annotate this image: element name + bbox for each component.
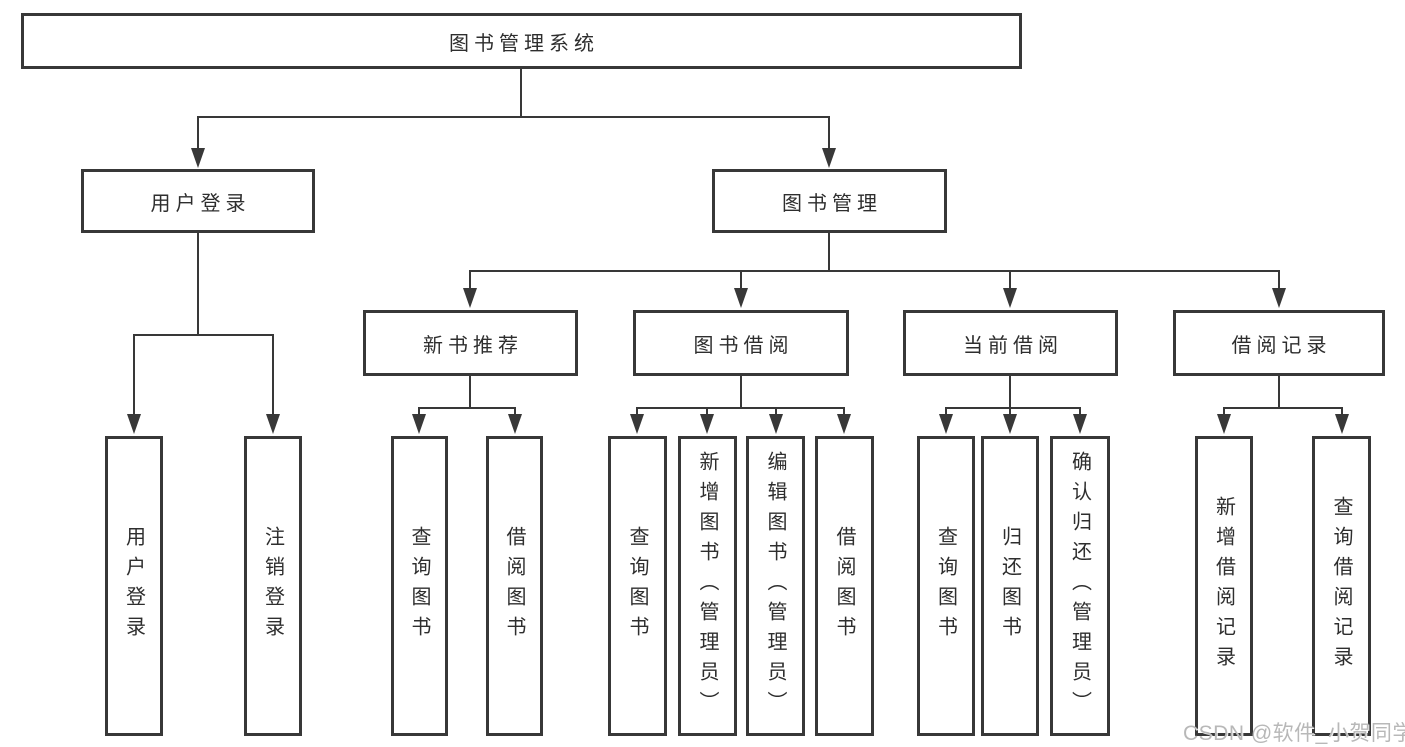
leaf-label: 查询图书 xyxy=(408,526,430,646)
leaf-label: 借阅图书 xyxy=(833,526,855,646)
connector-line xyxy=(945,407,947,416)
connector-line xyxy=(945,407,1081,409)
connector-line xyxy=(197,116,199,152)
leaf-label: 查询图书 xyxy=(626,526,648,646)
leaf-current-query-books: 查询图书 xyxy=(917,436,975,736)
leaf-current-confirm-return-admin: 确认归还（管理员） xyxy=(1050,436,1110,736)
node-label: 图书管理系统 xyxy=(449,32,599,55)
connector-line xyxy=(1341,407,1343,416)
connector-line xyxy=(1009,376,1011,408)
leaf-label: 确认归还（管理员） xyxy=(1068,451,1091,721)
node-label: 借阅记录 xyxy=(1231,334,1332,357)
leaf-newbook-borrow-books: 借阅图书 xyxy=(486,436,543,736)
node-label: 新书推荐 xyxy=(423,334,523,357)
node-label: 图书借阅 xyxy=(693,334,794,357)
connector-line xyxy=(520,69,522,117)
connector-line xyxy=(418,407,516,409)
arrow-down-icon xyxy=(734,288,748,308)
leaf-borrow-borrow-books: 借阅图书 xyxy=(815,436,874,736)
arrow-down-icon xyxy=(127,414,141,434)
connector-line xyxy=(636,407,845,409)
arrow-down-icon xyxy=(630,414,644,434)
connector-line xyxy=(706,407,708,416)
leaf-label: 查询图书 xyxy=(934,526,957,646)
leaf-label: 归还图书 xyxy=(998,526,1021,646)
leaf-label: 用户登录 xyxy=(122,526,145,646)
node-new-book-recommend: 新书推荐 xyxy=(363,310,578,376)
connector-line xyxy=(1278,376,1280,408)
connector-line xyxy=(636,407,638,416)
connector-line xyxy=(469,270,471,290)
leaf-label: 新增借阅记录 xyxy=(1212,496,1235,676)
connector-line xyxy=(843,407,845,416)
arrow-down-icon xyxy=(822,148,836,168)
node-book-borrow: 图书借阅 xyxy=(633,310,849,376)
arrow-down-icon xyxy=(412,414,426,434)
arrow-down-icon xyxy=(508,414,522,434)
connector-line xyxy=(133,334,135,418)
arrow-down-icon xyxy=(1003,414,1017,434)
csdn-watermark: CSDN @软件_小贺同学 xyxy=(1183,722,1405,745)
connector-line xyxy=(272,334,274,418)
leaf-borrow-query-books: 查询图书 xyxy=(608,436,667,736)
connector-line xyxy=(1079,407,1081,416)
leaf-user-login: 用户登录 xyxy=(105,436,163,736)
node-current-borrow: 当前借阅 xyxy=(903,310,1118,376)
arrow-down-icon xyxy=(837,414,851,434)
arrow-down-icon xyxy=(1217,414,1231,434)
connector-line xyxy=(828,233,830,272)
leaf-borrow-add-books-admin: 新增图书（管理员） xyxy=(678,436,737,736)
arrow-down-icon xyxy=(700,414,714,434)
leaf-label: 注销登录 xyxy=(261,526,284,646)
connector-line xyxy=(1223,407,1225,416)
connector-line xyxy=(1009,270,1011,290)
arrow-down-icon xyxy=(769,414,783,434)
node-label: 当前借阅 xyxy=(963,334,1063,357)
leaf-records-add-record: 新增借阅记录 xyxy=(1195,436,1253,736)
connector-line xyxy=(133,334,274,336)
connector-line xyxy=(514,407,516,416)
connector-line xyxy=(1223,407,1343,409)
arrow-down-icon xyxy=(1073,414,1087,434)
node-user-login: 用户登录 xyxy=(81,169,315,233)
connector-line xyxy=(197,233,199,336)
node-label: 用户登录 xyxy=(150,192,251,215)
leaf-logout-login: 注销登录 xyxy=(244,436,302,736)
connector-line xyxy=(1278,270,1280,290)
leaf-label: 查询借阅记录 xyxy=(1330,496,1352,676)
arrow-down-icon xyxy=(266,414,280,434)
arrow-down-icon xyxy=(191,148,205,168)
node-label: 图书管理 xyxy=(782,192,882,215)
arrow-down-icon xyxy=(1003,288,1017,308)
connector-line xyxy=(1009,407,1011,416)
connector-line xyxy=(740,376,742,408)
node-borrow-records: 借阅记录 xyxy=(1173,310,1385,376)
node-library-system: 图书管理系统 xyxy=(21,13,1022,69)
connector-line xyxy=(469,376,471,408)
leaf-newbook-query-books: 查询图书 xyxy=(391,436,448,736)
connector-line xyxy=(469,270,1280,272)
leaf-records-query-record: 查询借阅记录 xyxy=(1312,436,1371,736)
arrow-down-icon xyxy=(1272,288,1286,308)
connector-line xyxy=(775,407,777,416)
leaf-borrow-edit-books-admin: 编辑图书（管理员） xyxy=(746,436,805,736)
connector-line xyxy=(740,270,742,290)
connector-line xyxy=(197,116,830,118)
leaf-label: 编辑图书（管理员） xyxy=(764,451,786,721)
arrow-down-icon xyxy=(1335,414,1349,434)
leaf-label: 借阅图书 xyxy=(503,526,525,646)
leaf-label: 新增图书（管理员） xyxy=(696,451,718,721)
connector-line xyxy=(828,116,830,152)
arrow-down-icon xyxy=(463,288,477,308)
node-book-management: 图书管理 xyxy=(712,169,947,233)
leaf-current-return-books: 归还图书 xyxy=(981,436,1039,736)
arrow-down-icon xyxy=(939,414,953,434)
connector-line xyxy=(418,407,420,416)
